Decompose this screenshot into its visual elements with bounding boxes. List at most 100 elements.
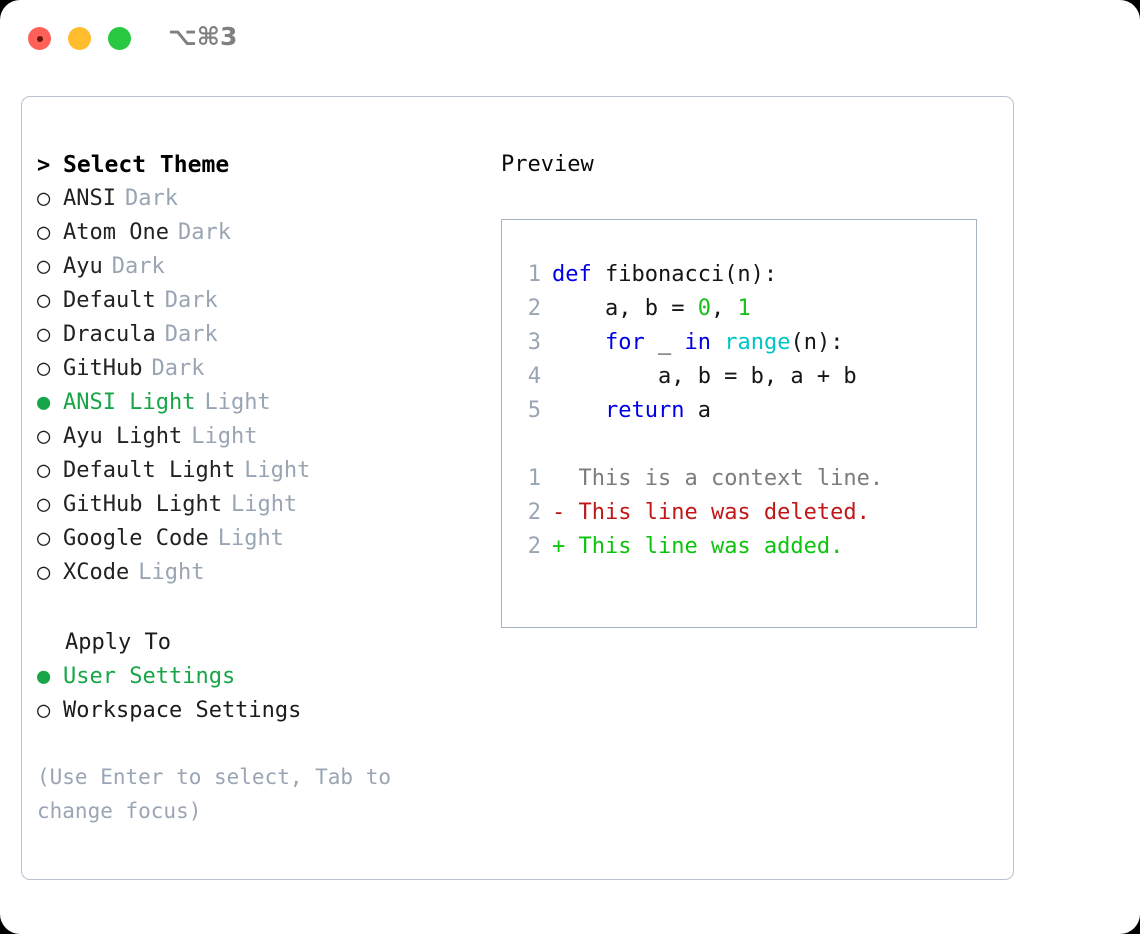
code-line-4: 5 return a bbox=[515, 394, 976, 428]
theme-option-name: Atom One bbox=[63, 220, 169, 245]
code-line-2: 3 for _ in range(n): bbox=[515, 326, 976, 360]
code-token: 0 bbox=[697, 296, 711, 321]
theme-variant-badge: Dark bbox=[164, 322, 218, 347]
prompt-caret-icon: > bbox=[37, 153, 51, 178]
close-window-button[interactable] bbox=[28, 27, 51, 50]
select-theme-title: Select Theme bbox=[63, 152, 230, 178]
radio-unselected-icon: ○ bbox=[37, 220, 51, 245]
theme-option-4[interactable]: ○ Dracula Dark bbox=[37, 318, 467, 352]
code-token: , bbox=[710, 296, 738, 321]
radio-unselected-icon: ○ bbox=[37, 424, 51, 449]
code-diff-gap bbox=[515, 428, 976, 462]
diff-text: This line was added. bbox=[565, 534, 844, 559]
code-token: fibonacci(n): bbox=[604, 262, 778, 287]
theme-variant-badge: Light bbox=[204, 390, 271, 415]
diff-line-number: 1 bbox=[527, 466, 541, 491]
theme-option-name: XCode bbox=[63, 560, 130, 585]
code-token: _ bbox=[644, 330, 685, 355]
code-line-number: 1 bbox=[527, 262, 541, 287]
select-theme-header: > Select Theme bbox=[37, 148, 467, 182]
diff-text: This is a context line. bbox=[565, 466, 884, 491]
radio-unselected-icon: ○ bbox=[37, 698, 51, 723]
apply-to-option-0[interactable]: ● User Settings bbox=[37, 660, 467, 694]
minimize-window-button[interactable] bbox=[68, 27, 91, 50]
apply-to-label: Apply To bbox=[65, 630, 171, 655]
radio-unselected-icon: ○ bbox=[37, 288, 51, 313]
theme-option-name: Dracula bbox=[63, 322, 156, 347]
theme-variant-badge: Dark bbox=[164, 288, 218, 313]
theme-variant-badge: Light bbox=[244, 458, 311, 483]
radio-unselected-icon: ○ bbox=[37, 322, 51, 347]
code-token bbox=[552, 398, 605, 423]
theme-variant-badge: Light bbox=[138, 560, 205, 585]
code-line-0: 1 def fibonacci(n): bbox=[515, 258, 976, 292]
code-line-number: 2 bbox=[527, 296, 541, 321]
theme-variant-badge: Light bbox=[191, 424, 258, 449]
radio-selected-icon: ● bbox=[37, 390, 51, 415]
theme-variant-badge: Dark bbox=[177, 220, 231, 245]
code-token: def bbox=[552, 262, 605, 287]
diff-line-number: 2 bbox=[527, 500, 541, 525]
code-token: return bbox=[604, 398, 685, 423]
radio-unselected-icon: ○ bbox=[37, 254, 51, 279]
theme-variant-badge: Dark bbox=[151, 356, 205, 381]
diff-line-2: 2 + This line was added. bbox=[515, 530, 976, 564]
theme-option-name: GitHub bbox=[63, 356, 143, 381]
theme-option-11[interactable]: ○ XCode Light bbox=[37, 556, 467, 590]
apply-to-list: ● User Settings ○Workspace Settings bbox=[37, 660, 467, 728]
diff-sign: - bbox=[552, 500, 566, 525]
radio-unselected-icon: ○ bbox=[37, 492, 51, 517]
radio-unselected-icon: ○ bbox=[37, 526, 51, 551]
diff-sign: + bbox=[552, 534, 566, 559]
theme-option-name: Ayu Light bbox=[63, 424, 183, 449]
theme-option-name: ANSI Light bbox=[63, 390, 196, 415]
code-token: in bbox=[684, 330, 711, 355]
code-token: for bbox=[604, 330, 645, 355]
theme-option-6[interactable]: ● ANSI Light Light bbox=[37, 386, 467, 420]
diff-sample: 1 This is a context line. 2- This line wa… bbox=[515, 462, 976, 564]
keyboard-shortcut-label: ⌥⌘3 bbox=[168, 22, 238, 51]
code-token: 1 bbox=[737, 296, 751, 321]
radio-selected-icon: ● bbox=[37, 664, 51, 689]
section-gap bbox=[37, 590, 467, 626]
preview-title: Preview bbox=[501, 152, 594, 177]
diff-line-0: 1 This is a context line. bbox=[515, 462, 976, 496]
code-token bbox=[552, 330, 605, 355]
theme-option-name: Google Code bbox=[63, 526, 209, 551]
diff-sign bbox=[552, 466, 565, 491]
theme-option-name: GitHub Light bbox=[63, 492, 222, 517]
code-token: a, b = b, a + b bbox=[552, 364, 857, 389]
theme-option-name: Default Light bbox=[63, 458, 236, 483]
theme-option-7[interactable]: ○ Ayu Light Light bbox=[37, 420, 467, 454]
diff-line-number: 2 bbox=[527, 534, 541, 559]
code-token: range bbox=[724, 330, 791, 355]
apply-to-option-label: User Settings bbox=[63, 664, 236, 689]
apply-to-option-1[interactable]: ○Workspace Settings bbox=[37, 694, 467, 728]
diff-text: This line was deleted. bbox=[565, 500, 870, 525]
maximize-window-button[interactable] bbox=[108, 27, 131, 50]
code-line-number: 5 bbox=[527, 398, 541, 423]
code-line-number: 4 bbox=[527, 364, 541, 389]
title-bar: ⌥⌘3 bbox=[0, 0, 1140, 78]
radio-unselected-icon: ○ bbox=[37, 458, 51, 483]
radio-unselected-icon: ○ bbox=[37, 186, 51, 211]
theme-option-8[interactable]: ○ Default Light Light bbox=[37, 454, 467, 488]
keyboard-hint-text: (Use Enter to select, Tab to change focu… bbox=[37, 765, 392, 823]
code-line-1: 2 a, b = 0, 1 bbox=[515, 292, 976, 326]
radio-unselected-icon: ○ bbox=[37, 560, 51, 585]
code-token: a bbox=[684, 398, 711, 423]
theme-option-1[interactable]: ○ Atom One Dark bbox=[37, 216, 467, 250]
theme-variant-badge: Dark bbox=[124, 186, 178, 211]
code-token bbox=[711, 330, 724, 355]
code-line-3: 4 a, b = b, a + b bbox=[515, 360, 976, 394]
